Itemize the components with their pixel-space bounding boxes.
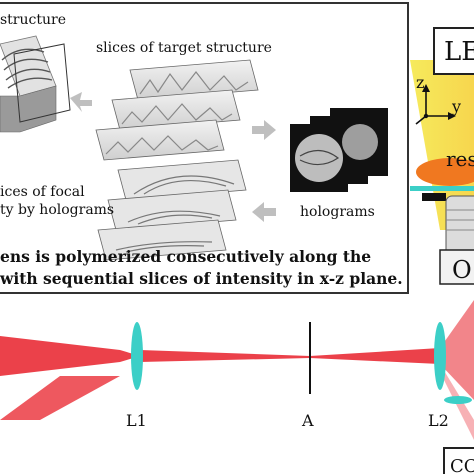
ccd-label: CC — [450, 456, 474, 474]
hologram-stack — [290, 108, 388, 192]
lens-l1 — [131, 322, 143, 390]
stage-block — [422, 193, 446, 201]
target-structure-3d — [0, 35, 71, 133]
arrow-to-focal-slices — [252, 202, 276, 222]
target-slices-label: slices of target structure — [96, 40, 272, 56]
focal-slices-label-line1: ices of focal — [0, 184, 85, 200]
inset-caption-line2: with sequential slices of intensity in x… — [0, 269, 403, 288]
objective-lens — [439, 195, 474, 285]
ccd-box — [443, 447, 474, 474]
lens-small — [444, 396, 472, 404]
cover-slip — [410, 186, 474, 191]
resin-label: res — [446, 147, 474, 171]
target-structure-label: structure — [0, 12, 66, 28]
arrow-to-slices — [70, 92, 92, 112]
focal-slices-label-line2: ty by holograms — [0, 202, 114, 218]
led-box — [433, 27, 474, 75]
focal-intensity-slices — [97, 159, 247, 261]
inset-caption-line1: ens is polymerized consecutively along t… — [0, 247, 371, 266]
resin-drop — [416, 158, 474, 186]
objective-label: O — [452, 256, 472, 284]
laser-beam — [0, 300, 474, 440]
target-slices — [95, 59, 259, 161]
axis-indicator: z y — [415, 73, 461, 125]
l2-label: L2 — [428, 411, 449, 430]
led-label: LE — [444, 37, 474, 67]
aperture-label: A — [301, 411, 314, 430]
arrow-to-holograms — [252, 120, 276, 140]
holograms-label: holograms — [300, 204, 375, 220]
lens-l2 — [434, 322, 446, 390]
l1-label: L1 — [126, 411, 147, 430]
axis-z-label: z — [416, 73, 424, 92]
axis-y-label: y — [451, 97, 461, 116]
